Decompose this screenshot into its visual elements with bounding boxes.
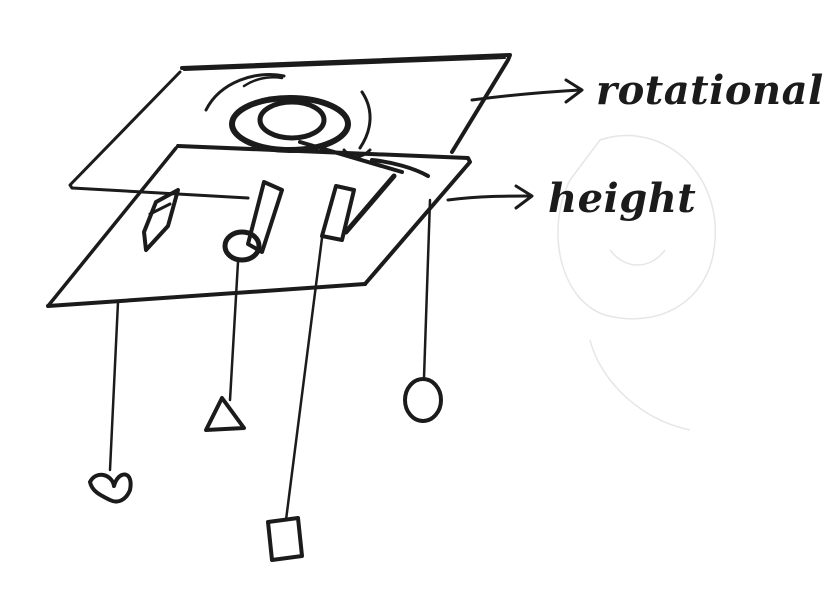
- background-ghost-marks: [557, 134, 716, 431]
- triangle-icon: [204, 396, 246, 432]
- height-label: height: [548, 175, 696, 222]
- heart-icon: [88, 472, 133, 504]
- height-arrow: [446, 184, 534, 210]
- rotation-knob-icon: [204, 73, 430, 178]
- rotational-arrow: [470, 78, 584, 104]
- string-mounts: [142, 173, 397, 263]
- top-plate: [68, 53, 512, 200]
- hanging-strings: [108, 198, 432, 522]
- square-icon: [266, 516, 304, 562]
- bottom-plate: [46, 144, 472, 308]
- rotational-label: rotational: [596, 67, 824, 114]
- circle-icon: [403, 377, 443, 423]
